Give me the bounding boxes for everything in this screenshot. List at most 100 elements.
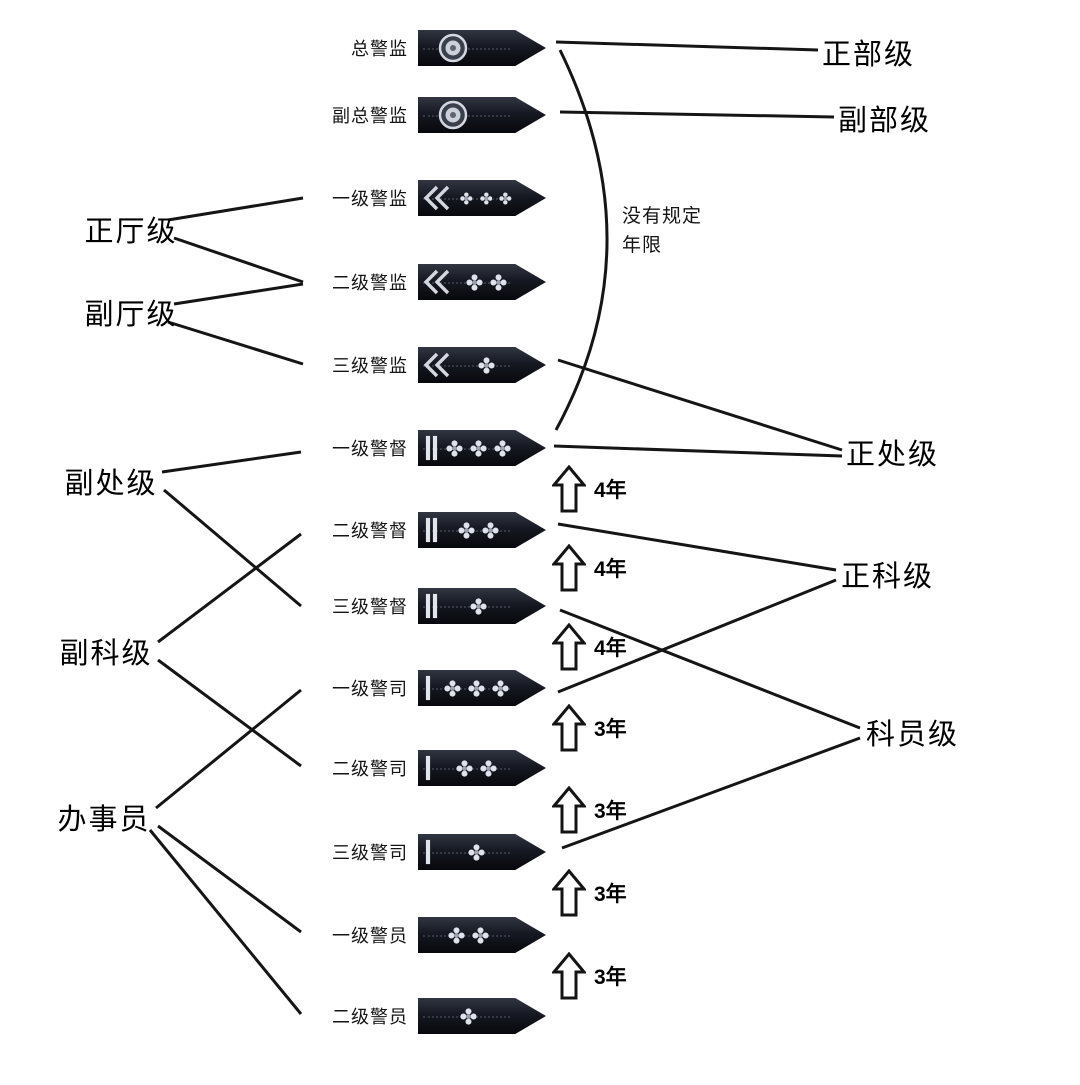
rank-label: 一级警监 xyxy=(332,189,408,209)
promotion-years-label: 4年 xyxy=(594,479,627,502)
promotion-arrow-icon xyxy=(550,703,588,752)
rank-label: 总警监 xyxy=(351,39,408,59)
rank-bars xyxy=(426,518,437,542)
no-time-limit-note: 没有规定年限 xyxy=(622,203,702,260)
rank-label: 一级警员 xyxy=(332,926,408,946)
flower-insignia-group xyxy=(460,347,512,383)
level-label-left: 正厅级 xyxy=(84,216,178,248)
flower-insignia-icon xyxy=(491,679,509,697)
flower-insignia-icon xyxy=(499,191,512,205)
no-time-limit-note-line1: 没有规定 xyxy=(622,206,703,227)
olive-branch xyxy=(422,351,458,379)
rank-bar xyxy=(426,518,430,542)
olive-branch xyxy=(422,268,458,296)
level-label-left: 副厅级 xyxy=(84,299,178,331)
flower-insignia-icon xyxy=(457,521,475,539)
promotion-years-label: 4年 xyxy=(594,558,627,581)
flower-insignia-icon xyxy=(443,679,461,697)
rank-label: 一级警督 xyxy=(332,439,408,459)
epaulette xyxy=(418,264,546,300)
epaulette xyxy=(418,588,546,624)
olive-branch-icon xyxy=(423,185,450,211)
epaulette xyxy=(418,430,546,466)
rank-label: 副总警监 xyxy=(332,106,408,126)
flower-insignia-icon xyxy=(479,191,493,205)
epaulette xyxy=(418,750,546,786)
rank-label: 三级警监 xyxy=(332,356,408,376)
rank-label: 三级警司 xyxy=(332,843,408,863)
flower-insignia-icon xyxy=(467,679,485,697)
flower-insignia-group xyxy=(440,750,512,786)
epaulette xyxy=(418,670,546,706)
promotion-arrow xyxy=(550,951,588,1000)
rank-bars xyxy=(426,756,430,780)
rank-label: 二级警员 xyxy=(332,1007,408,1027)
flower-insignia-group xyxy=(460,264,512,300)
level-label-right: 正部级 xyxy=(822,39,916,71)
flower-insignia-icon xyxy=(460,191,473,205)
epaulette-stitch xyxy=(423,448,510,450)
epaulette xyxy=(418,512,546,548)
promotion-years-label: 3年 xyxy=(594,800,627,823)
promotion-arrow xyxy=(550,464,588,513)
promotion-years-label: 3年 xyxy=(594,966,627,989)
rank-label: 二级警司 xyxy=(332,759,408,779)
epaulette-stitch xyxy=(423,606,510,608)
promotion-arrow xyxy=(550,785,588,834)
epaulette xyxy=(418,30,546,66)
level-label-left: 办事员 xyxy=(57,804,151,836)
level-label-left: 副科级 xyxy=(59,638,153,670)
flower-insignia-icon xyxy=(459,1007,477,1025)
wreath-badge xyxy=(438,100,468,130)
promotion-arrow xyxy=(550,868,588,917)
epaulette xyxy=(418,917,546,953)
rank-bars xyxy=(426,676,430,700)
rank-label: 二级警督 xyxy=(332,521,408,541)
rank-bar xyxy=(433,594,437,618)
rank-label: 一级警司 xyxy=(332,679,408,699)
promotion-arrow xyxy=(550,703,588,752)
promotion-arrow-icon xyxy=(550,785,588,834)
flower-insignia-group xyxy=(444,588,512,624)
rank-bar xyxy=(426,594,430,618)
flower-insignia-icon xyxy=(469,439,487,457)
flower-insignia-icon xyxy=(469,597,487,615)
flower-insignia-icon xyxy=(467,843,485,861)
level-label-right: 科员级 xyxy=(866,719,960,751)
rank-bar xyxy=(433,436,437,460)
rank-bar xyxy=(426,840,430,864)
flower-insignia-group xyxy=(460,180,512,216)
flower-insignia-icon xyxy=(477,356,495,374)
flower-insignia-icon xyxy=(455,759,473,777)
level-label-right: 副部级 xyxy=(838,105,932,137)
flower-insignia-group xyxy=(440,670,512,706)
rank-bars xyxy=(426,436,437,460)
flower-insignia-icon xyxy=(493,439,511,457)
flower-insignia-group xyxy=(444,430,512,466)
promotion-arrow-icon xyxy=(550,464,588,513)
promotion-arrow-icon xyxy=(550,543,588,592)
flower-insignia-group xyxy=(440,834,512,870)
epaulette-stitch xyxy=(423,935,510,937)
promotion-arrow-icon xyxy=(550,622,588,671)
rank-label: 二级警监 xyxy=(332,273,408,293)
rank-bar xyxy=(426,756,430,780)
rank-bar xyxy=(433,518,437,542)
flower-insignia-group xyxy=(424,917,512,953)
promotion-years-label: 4年 xyxy=(594,637,627,660)
rank-label: 三级警督 xyxy=(332,597,408,617)
epaulette xyxy=(418,998,546,1034)
promotion-arrow-icon xyxy=(550,868,588,917)
epaulette xyxy=(418,97,546,133)
rank-bars xyxy=(426,840,430,864)
flower-insignia-icon xyxy=(489,273,507,291)
level-label-left: 副处级 xyxy=(64,468,158,500)
flower-insignia-group xyxy=(444,512,512,548)
epaulette xyxy=(418,347,546,383)
flower-insignia-icon xyxy=(447,926,465,944)
level-label-right: 正处级 xyxy=(846,439,940,471)
promotion-years-label: 3年 xyxy=(594,718,627,741)
flower-insignia-icon xyxy=(481,521,499,539)
wreath-badge xyxy=(438,33,468,63)
